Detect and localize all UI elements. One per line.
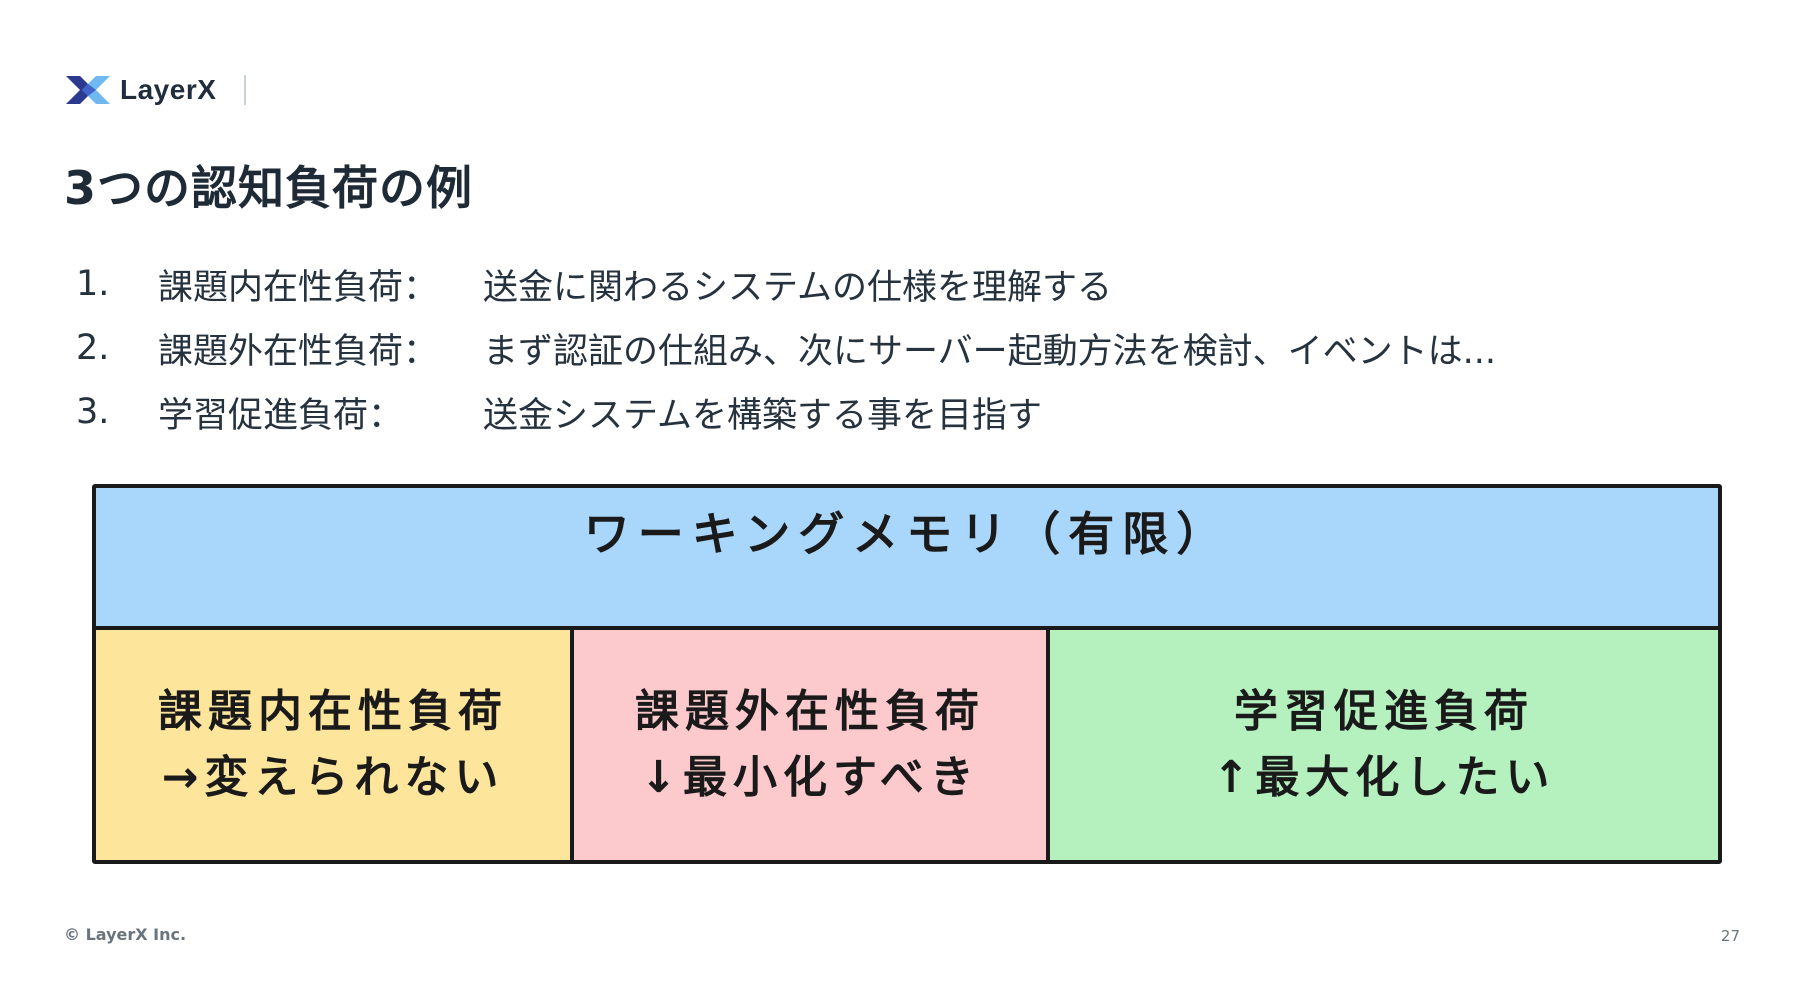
working-memory-label: ワーキングメモリ（有限）: [583, 507, 1231, 561]
list-item-description: まず認証の仕組み、次にサーバー起動方法を検討、イベントは...: [483, 331, 1497, 372]
extraneous-load-box: 課題外在性負荷 ↓最小化すべき: [574, 626, 1050, 860]
germane-load-note: ↑最大化したい: [1212, 752, 1556, 803]
list-item-term: 学習促進負荷：: [158, 395, 404, 436]
working-memory-diagram: ワーキングメモリ（有限） 課題内在性負荷 →変えられない 課題外在性負荷 ↓最小…: [92, 484, 1722, 864]
footer-copyright: © LayerX Inc.: [64, 925, 187, 944]
page-title: 3つの認知負荷の例: [64, 161, 474, 215]
list-item-description: 送金システムを構築する事を目指す: [483, 395, 1042, 436]
extraneous-load-note: ↓最小化すべき: [640, 752, 980, 803]
germane-load-title: 学習促進負荷: [1234, 686, 1534, 737]
list-item-term: 課題内在性負荷：: [158, 267, 439, 308]
intrinsic-load-title: 課題内在性負荷: [158, 686, 508, 737]
layerx-logo-icon: [66, 76, 110, 104]
germane-load-box: 学習促進負荷 ↑最大化したい: [1050, 626, 1718, 860]
list-item: 3. 学習促進負荷： 送金システムを構築する事を目指す: [76, 380, 1496, 444]
list-item-number: 3.: [76, 392, 110, 432]
header-divider: [244, 75, 247, 105]
intrinsic-load-note: →変えられない: [161, 752, 505, 803]
list-item-description: 送金に関わるシステムの仕様を理解する: [483, 267, 1112, 308]
extraneous-load-title: 課題外在性負荷: [635, 686, 985, 737]
list-item-number: 1.: [76, 264, 110, 304]
list-item: 1. 課題内在性負荷： 送金に関わるシステムの仕様を理解する: [76, 252, 1496, 316]
list-item-number: 2.: [76, 328, 110, 368]
page-number: 27: [1720, 927, 1740, 945]
list-item: 2. 課題外在性負荷： まず認証の仕組み、次にサーバー起動方法を検討、イベントは…: [76, 316, 1496, 380]
intrinsic-load-box: 課題内在性負荷 →変えられない: [96, 626, 574, 860]
list-item-term: 課題外在性負荷：: [158, 331, 439, 372]
brand-name: LayerX: [120, 74, 217, 105]
cognitive-load-list: 1. 課題内在性負荷： 送金に関わるシステムの仕様を理解する 2. 課題外在性負…: [76, 252, 1496, 444]
header: LayerX: [66, 70, 247, 110]
